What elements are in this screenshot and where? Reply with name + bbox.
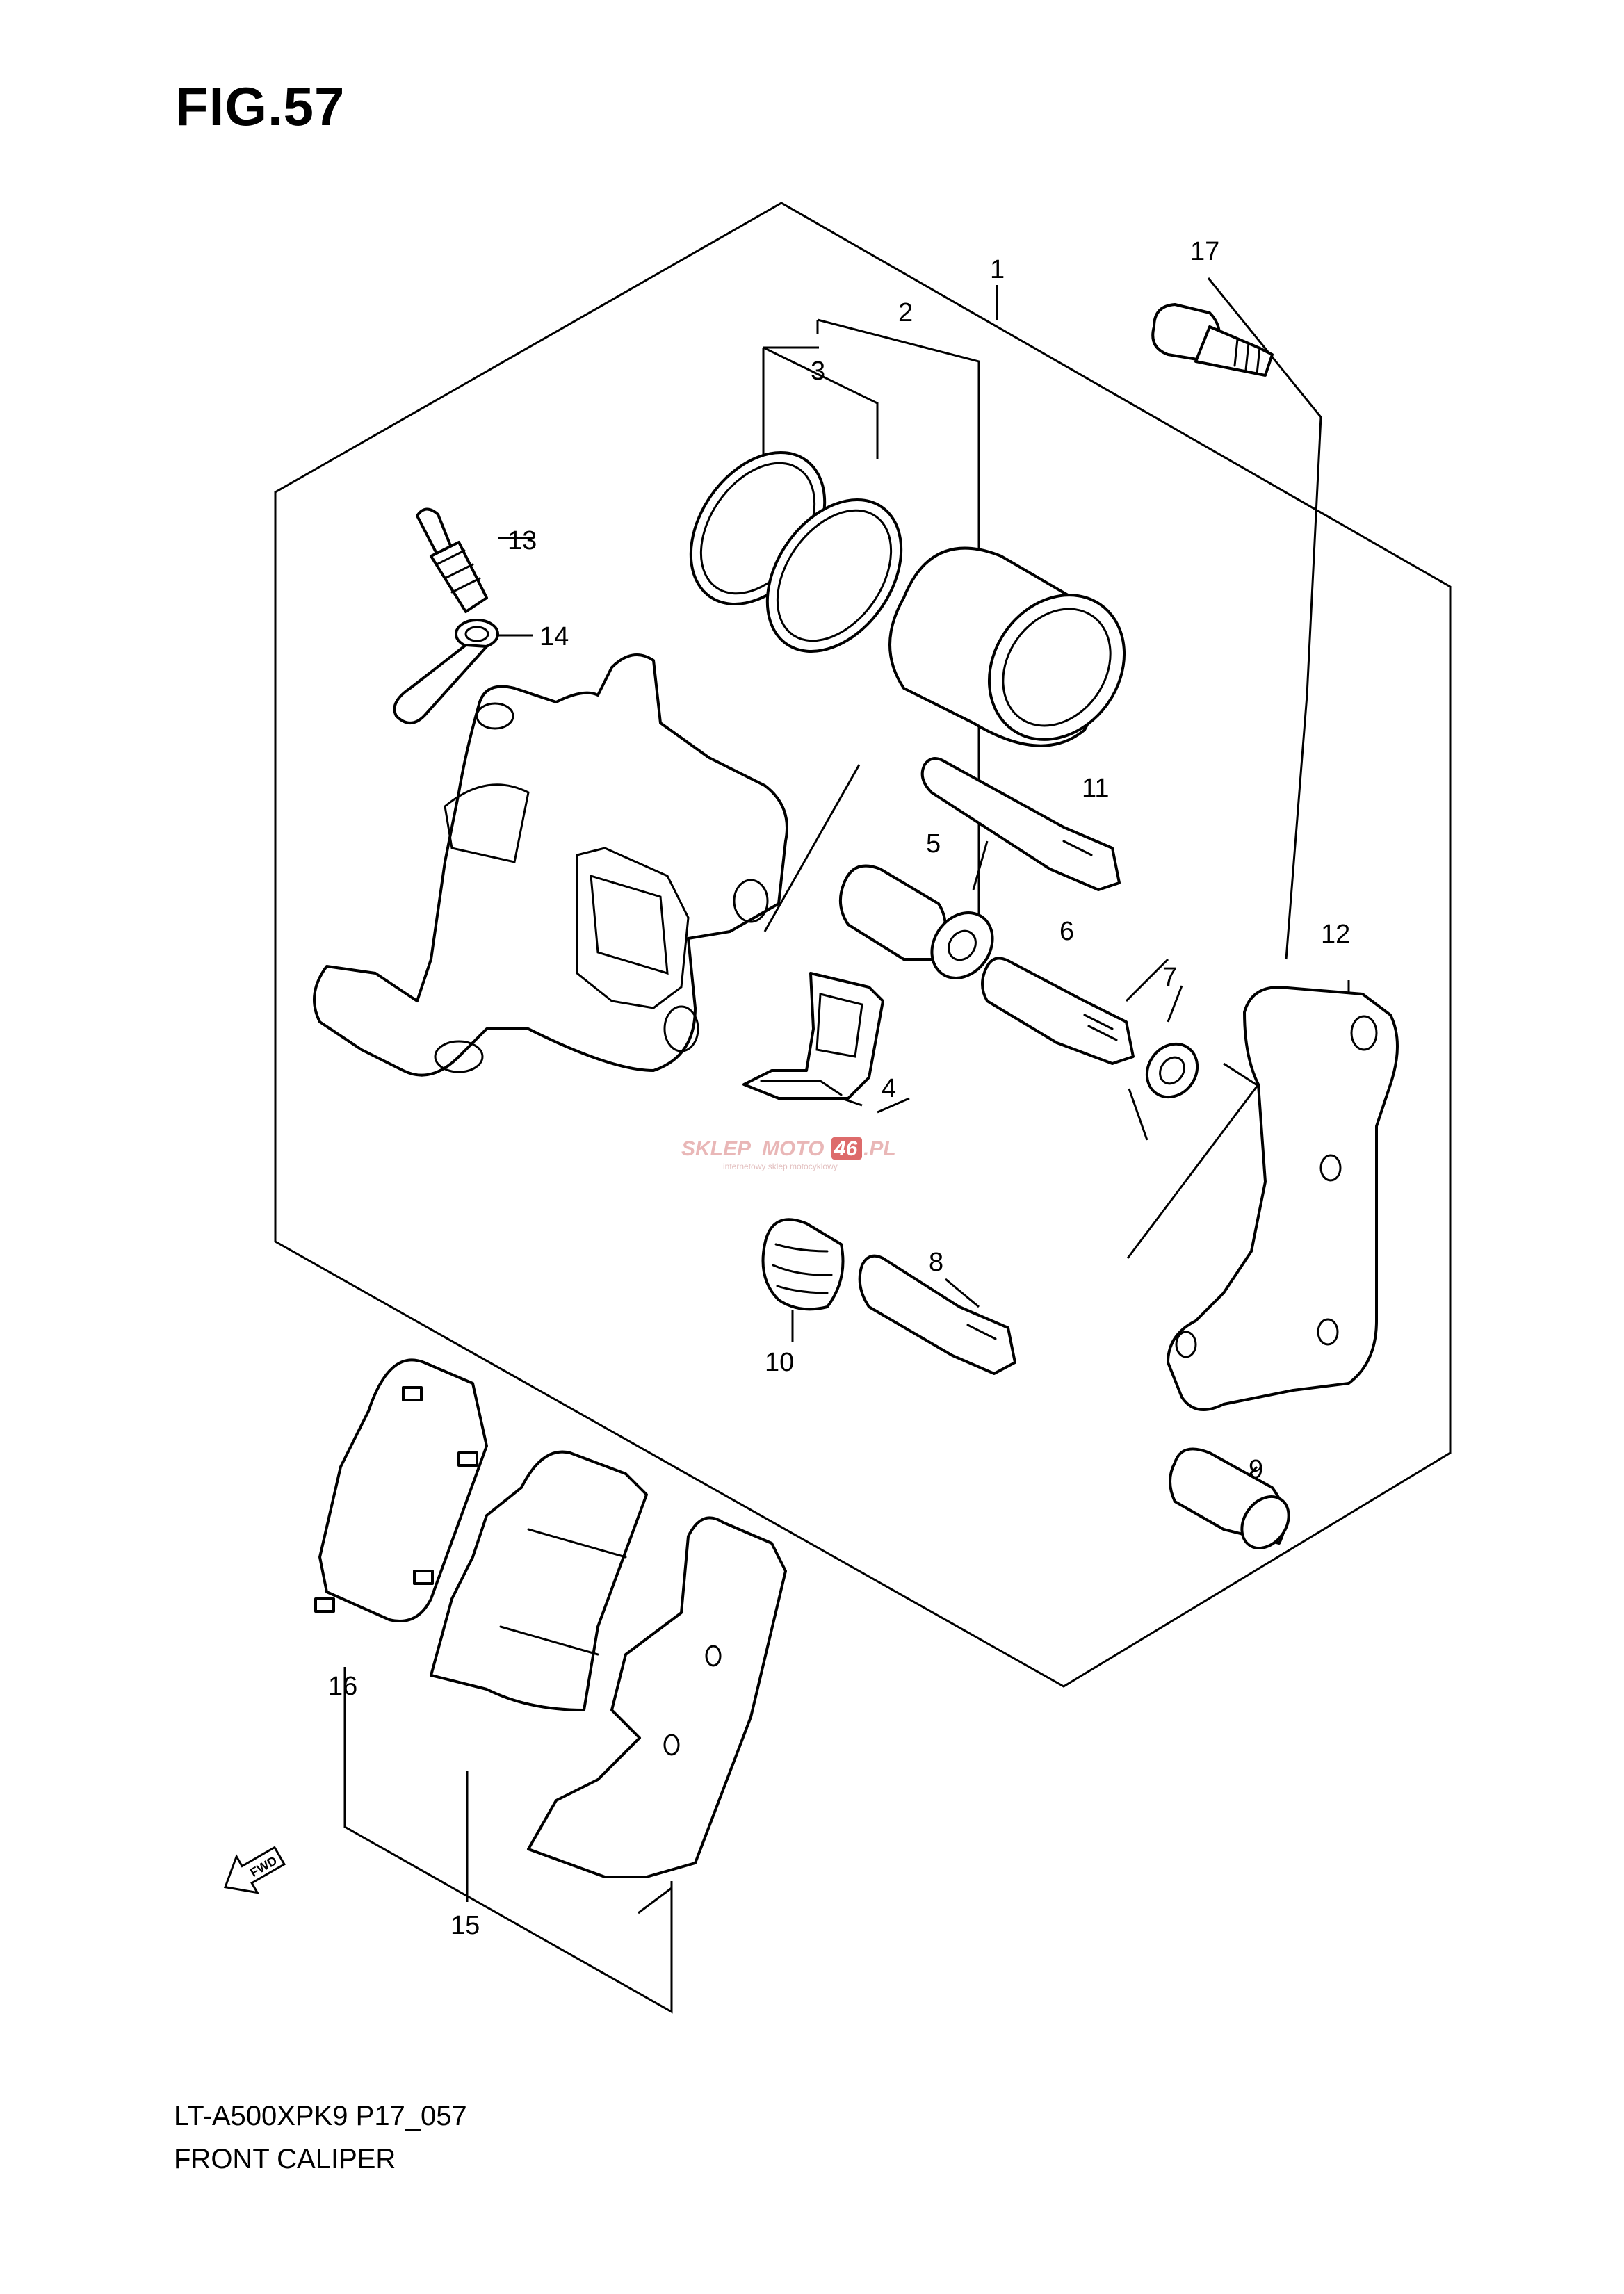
callout-17: 17 bbox=[1190, 237, 1219, 266]
callout-3: 3 bbox=[811, 357, 825, 386]
pin-boot bbox=[761, 1218, 845, 1311]
callout-8: 8 bbox=[929, 1248, 943, 1277]
model-code: LT-A500XPK9 P17_057 bbox=[174, 2101, 467, 2131]
callout-13: 13 bbox=[508, 526, 537, 555]
callout-14: 14 bbox=[539, 622, 569, 651]
callout-6: 6 bbox=[1059, 917, 1074, 946]
callout-9: 9 bbox=[1249, 1455, 1263, 1484]
callout-2: 2 bbox=[898, 298, 913, 327]
leader-lines bbox=[343, 277, 1350, 2014]
callout-7: 7 bbox=[1162, 963, 1177, 992]
callout-1: 1 bbox=[990, 255, 1005, 284]
piston-seal-rings bbox=[689, 451, 903, 653]
callout-labels: 1 2 3 4 5 6 7 8 9 10 11 12 13 14 15 16 1… bbox=[328, 237, 1350, 1940]
caliper-pins bbox=[858, 757, 1135, 1375]
watermark-brand-d: .PL bbox=[863, 1137, 896, 1160]
callout-5: 5 bbox=[926, 829, 941, 859]
bleeder-cap bbox=[393, 619, 499, 724]
washer bbox=[1145, 1042, 1199, 1099]
callout-10: 10 bbox=[765, 1348, 794, 1377]
brake-pad-set bbox=[314, 1358, 787, 1878]
bleeder-screw bbox=[416, 507, 488, 613]
callout-4: 4 bbox=[882, 1074, 896, 1103]
callout-15: 15 bbox=[450, 1911, 480, 1940]
figure-title: FIG.57 bbox=[175, 76, 346, 137]
watermark-tagline: internetowy sklep motocyklowy bbox=[723, 1162, 838, 1171]
assembly-name: FRONT CALIPER bbox=[174, 2144, 396, 2174]
callout-11: 11 bbox=[1082, 774, 1109, 803]
callout-12: 12 bbox=[1321, 920, 1350, 949]
caliper-body bbox=[313, 653, 788, 1077]
watermark: SKLEP MOTO 46 .PL internetowy sklep moto… bbox=[681, 1137, 896, 1171]
callout-16: 16 bbox=[328, 1672, 357, 1701]
bracket-bolt bbox=[1151, 303, 1274, 377]
bracket-sleeve bbox=[1169, 1447, 1290, 1550]
sliding-sleeve bbox=[838, 864, 994, 979]
caliper-piston bbox=[888, 546, 1126, 747]
watermark-brand-c: 46 bbox=[834, 1137, 858, 1160]
assembly-boundary bbox=[274, 202, 1452, 1688]
watermark-brand-a: SKLEP bbox=[681, 1137, 752, 1160]
watermark-brand-b: MOTO bbox=[762, 1137, 824, 1160]
caliper-bracket bbox=[1167, 986, 1399, 1411]
fwd-arrow-icon: FWD bbox=[223, 1846, 286, 1894]
pad-spring bbox=[742, 972, 884, 1100]
